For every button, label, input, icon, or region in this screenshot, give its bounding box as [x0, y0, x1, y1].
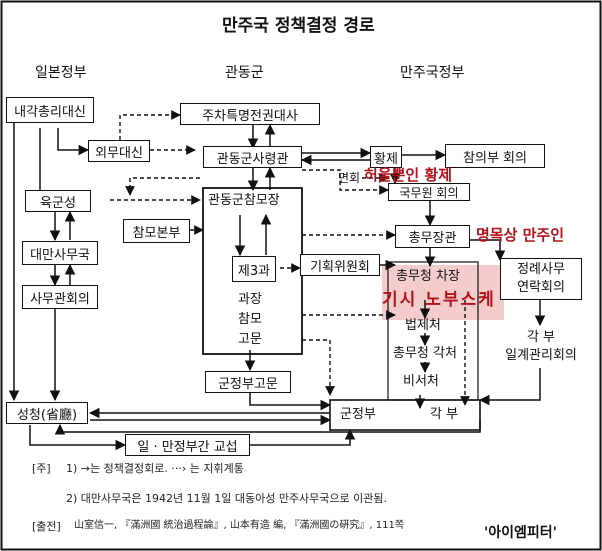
exemption-label: 면회: [338, 171, 361, 185]
kishi-annotation: 기시 노부스케: [382, 290, 496, 310]
army-ministry-box: 육군성: [25, 190, 91, 212]
regular-affairs-box: 정례사무 연락회의: [500, 258, 582, 300]
regular-affairs-line1: 정례사무: [517, 262, 565, 278]
section3-detail-2: 참모: [238, 312, 262, 327]
legislative-office-label: 법제처: [405, 318, 441, 333]
legend-line2: 2) 대만사무국은 1942년 11월 1일 대동아성 만주사무국으로 이관됨.: [66, 492, 388, 505]
secretariat-label: 비서처: [403, 374, 439, 389]
section3-box: 제3과: [232, 256, 276, 282]
nominal-master-annotation: 명목상 만주인: [476, 226, 565, 244]
ministries-council-box: 각 부 일계관리회의: [500, 325, 582, 368]
column-header-japan: 일본정부: [35, 65, 87, 81]
planning-committee-box: 기획위원회: [300, 254, 380, 276]
emperor-box: 황제: [370, 146, 402, 168]
kwantung-commander-box: 관동군사령관: [203, 146, 302, 168]
cabinet-pm-box: 내각총리대신: [6, 97, 94, 123]
foreign-minister-box: 외무대신: [88, 140, 150, 162]
section3-detail-3: 고문: [238, 332, 262, 347]
legend-line1: 1) →는 정책결정회로. ···› 는 지휘계통: [66, 462, 244, 475]
deputy-director-label: 총무청 차장: [396, 269, 460, 284]
ministries-label: 각 부: [430, 407, 459, 422]
department-heads-label: 총무청 각처: [393, 346, 457, 361]
source-prefix: [출전]: [32, 520, 61, 533]
state-council-box: 국무원 회의: [388, 183, 470, 201]
column-header-kwantung: 관동군: [225, 65, 264, 81]
ambassador-box: 주차특명전권대사: [180, 103, 320, 125]
kishi-highlight: [382, 265, 504, 320]
general-staff-box: 참모본부: [123, 219, 190, 243]
privy-council-box: 참의부 회의: [445, 144, 545, 168]
source-text: 山室信一, 『滿洲國 統治過程論』, 山本有造 編, 『滿洲國の硏究』, 111…: [74, 520, 405, 531]
general-affairs-director-box: 총무장관: [395, 225, 470, 248]
military-advisor-box: 군정부고문: [205, 371, 291, 393]
military-ministry-label: 군정부: [340, 407, 376, 422]
legend-prefix: [주]: [32, 462, 51, 475]
ministries-council-line2: 일계관리회의: [505, 347, 577, 363]
ministries-council-line1: 각 부: [526, 329, 556, 345]
taiwan-bureau-box: 대만사무국: [22, 241, 98, 265]
exchange-box: 일 · 만정부간 교섭: [125, 434, 250, 456]
kwantung-chief-of-staff-label: 관동군참모장: [208, 193, 280, 208]
column-header-manchukuo: 만주국정부: [400, 65, 465, 81]
regular-affairs-line2: 연락회의: [517, 280, 565, 295]
affairs-council-box: 사무관회의: [22, 285, 98, 309]
puppet-emperor-annotation: 허울뿐인 황제: [364, 166, 453, 184]
watermark: '아이엠피터': [484, 525, 557, 541]
provinces-box: 성청(省廳): [6, 402, 88, 424]
diagram-title: 만주국 정책결정 경로: [222, 16, 375, 36]
section3-detail-1: 과장: [238, 292, 262, 307]
